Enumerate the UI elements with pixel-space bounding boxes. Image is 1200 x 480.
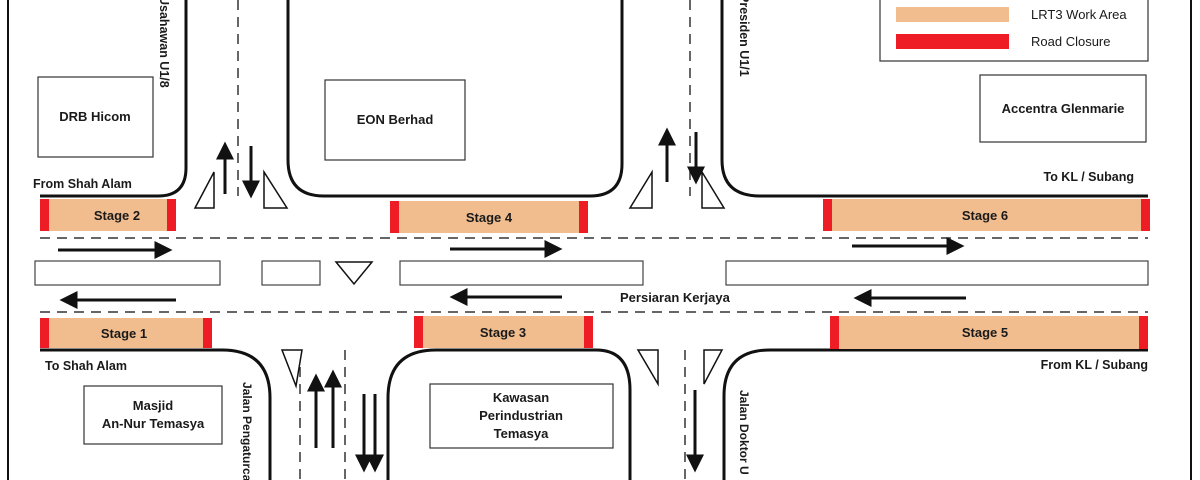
traffic-islands — [193, 169, 726, 389]
road-edge-sw — [40, 348, 272, 480]
legend: LRT3 Work Area Road Closure — [879, 0, 1149, 62]
closure-bar — [823, 199, 832, 231]
road-edge-kawasan-block — [386, 348, 632, 480]
island-ne-2 — [701, 169, 726, 209]
stage-5: Stage 5 — [830, 316, 1148, 349]
island-se-1 — [636, 349, 659, 387]
closure-bar — [1141, 199, 1150, 231]
label-from-kl-subang: From KL / Subang — [1041, 358, 1148, 372]
legend-label-closure: Road Closure — [1031, 34, 1111, 49]
stage-label: Stage 5 — [962, 325, 1008, 340]
stage-4: Stage 4 — [390, 201, 588, 233]
closure-bar — [579, 201, 588, 233]
island-sw — [280, 349, 303, 389]
work-area — [419, 316, 589, 348]
traffic-arrows — [58, 127, 966, 473]
road-edges — [40, 0, 1148, 480]
work-area — [828, 199, 1146, 231]
closure-bar — [167, 199, 176, 231]
building-drb-hicom: DRB Hicom — [37, 76, 154, 158]
building-eon-berhad: EON Berhad — [324, 79, 466, 161]
label-persiaran-kerjaya: Persiaran Kerjaya — [620, 290, 731, 305]
label-from-shah-alam: From Shah Alam — [33, 177, 132, 191]
svg-text:DRB Hicom: DRB Hicom — [59, 109, 131, 124]
label-to-kl-subang: To KL / Subang — [1043, 170, 1134, 184]
stage-2: Stage 2 — [40, 199, 176, 231]
closure-bar — [203, 318, 212, 348]
label-to-shah-alam: To Shah Alam — [45, 359, 127, 373]
work-area — [44, 318, 210, 348]
median-small — [261, 260, 321, 286]
island-nw-2 — [263, 169, 289, 209]
stage-label: Stage 4 — [466, 210, 513, 225]
svg-text:Temasya: Temasya — [494, 426, 549, 441]
closure-bar — [40, 199, 49, 231]
label-presiden-road: Presiden U1/1 — [737, 0, 751, 77]
legend-swatch-closure — [896, 34, 1009, 49]
median-east — [725, 260, 1149, 286]
stage-1: Stage 1 — [40, 318, 212, 348]
closure-bar — [830, 316, 839, 349]
building-kawasan-temasya: Kawasan Perindustrian Temasya — [429, 383, 614, 449]
svg-text:An-Nur Temasya: An-Nur Temasya — [102, 416, 205, 431]
road-edge-eon-block — [286, 0, 624, 198]
stage-label: Stage 2 — [94, 208, 140, 223]
building-masjid: Masjid An-Nur Temasya — [83, 385, 223, 445]
island-ne-1 — [628, 169, 653, 209]
svg-text:Masjid: Masjid — [133, 398, 174, 413]
work-area — [44, 199, 174, 231]
closure-bar — [414, 316, 423, 348]
road-edge-ne — [720, 0, 1148, 198]
svg-text:Kawasan: Kawasan — [493, 390, 549, 405]
label-pengaturcara-road: Jalan Pengaturcara — [240, 382, 254, 480]
island-se-2 — [703, 349, 724, 385]
svg-text:EON Berhad: EON Berhad — [357, 112, 434, 127]
stage-label: Stage 3 — [480, 325, 526, 340]
closure-bar — [40, 318, 49, 348]
building-accentra-glenmarie: Accentra Glenmarie — [979, 74, 1147, 143]
closure-bar — [390, 201, 399, 233]
legend-swatch-work-area — [896, 7, 1009, 22]
svg-text:Accentra Glenmarie: Accentra Glenmarie — [1002, 101, 1125, 116]
island-nw-1 — [193, 171, 215, 209]
stage-3: Stage 3 — [414, 316, 593, 348]
stage-label: Stage 1 — [101, 326, 147, 341]
work-area — [395, 201, 585, 233]
work-area — [834, 316, 1146, 349]
stage-label: Stage 6 — [962, 208, 1008, 223]
median-west — [34, 260, 221, 286]
median-triangle — [334, 261, 374, 286]
page-frame — [7, 0, 1192, 480]
road-edge-nw — [40, 0, 188, 198]
stage-6: Stage 6 — [823, 199, 1150, 231]
svg-text:Perindustrian: Perindustrian — [479, 408, 563, 423]
medians — [34, 260, 1149, 286]
closure-bar — [1139, 316, 1148, 349]
label-usahawan-road: Usahawan U1/8 — [157, 0, 171, 88]
median-center — [399, 260, 644, 286]
label-doktor-road: Jalan Doktor U — [737, 390, 751, 475]
legend-label-work-area: LRT3 Work Area — [1031, 7, 1127, 22]
road-edge-se — [722, 348, 1148, 480]
closure-bar — [584, 316, 593, 348]
